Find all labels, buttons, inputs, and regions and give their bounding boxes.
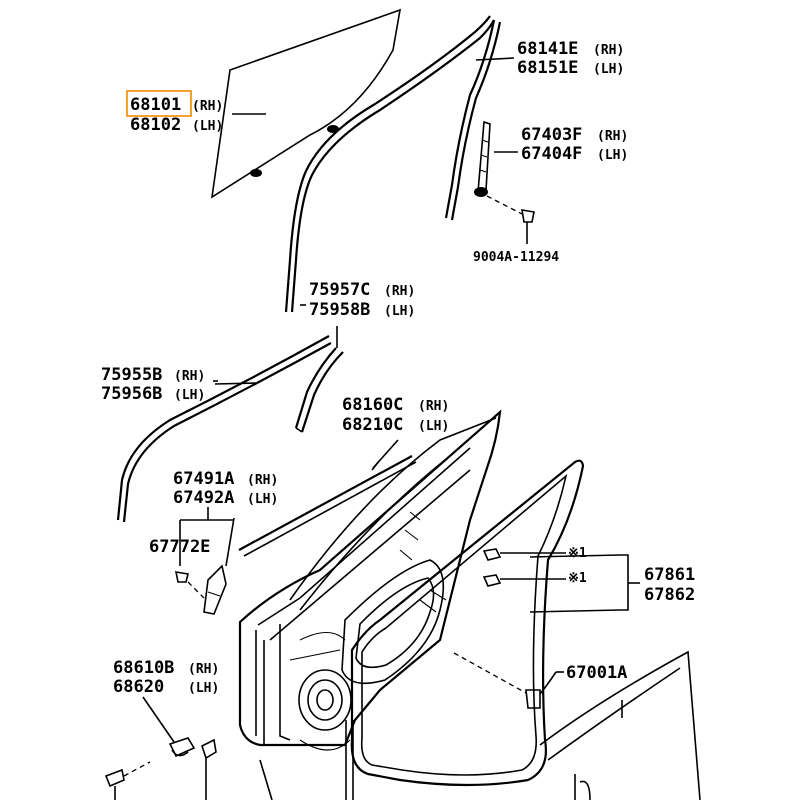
side-lh: (LH) [188, 681, 219, 696]
belt-moulding-drawing [116, 335, 332, 523]
part-number-rh: 75957C [309, 280, 370, 300]
side-rh: (RH) [384, 284, 415, 299]
frame-moulding-drawing [294, 326, 344, 433]
side-lh: (LH) [418, 419, 449, 434]
door-outer-panel-drawing [539, 650, 701, 800]
side-lh: (LH) [597, 148, 628, 163]
part-number-lh: 68620 [113, 677, 164, 697]
door-weatherstrip-drawing [350, 459, 640, 787]
side-lh: (LH) [593, 62, 624, 77]
part-number-lh: 75956B [101, 384, 162, 404]
label-lower-channel[interactable]: 67403F (RH) 67404F (LH) [521, 125, 628, 164]
part-number-rh: 67491A [173, 469, 234, 489]
part-number-lh: 75958B [309, 300, 370, 320]
part-number-rh: 67861 [644, 565, 695, 585]
label-belt-moulding[interactable]: 75955B (RH) 75956B (LH) [101, 365, 205, 404]
part-number: 9004A-11294 [473, 250, 559, 265]
part-number-rh: 68141E [517, 39, 578, 59]
side-rh: (RH) [597, 129, 628, 144]
label-clip[interactable]: 67772E [149, 537, 210, 557]
part-number-lh: 67862 [644, 585, 695, 605]
label-channel-screw[interactable]: 9004A-11294 [473, 250, 559, 265]
hole-plug-drawing [453, 652, 557, 709]
side-rh: (RH) [593, 43, 624, 58]
side-lh: (LH) [384, 304, 415, 319]
label-glass[interactable]: 68101 (RH) 68102 (LH) [126, 90, 223, 135]
label-weatherstrip-outer[interactable]: 68160C (RH) 68210C (LH) [342, 395, 449, 435]
part-number-rh: 67403F [521, 125, 582, 145]
side-lh: (LH) [174, 388, 205, 403]
label-run-channel[interactable]: 68141E (RH) 68151E (LH) [517, 39, 624, 78]
part-number-rh: 68610B [113, 658, 174, 678]
door-check-drawing [104, 696, 217, 800]
label-inner-weatherstrip[interactable]: 67491A (RH) 67492A (LH) [173, 469, 278, 508]
clip-note-2: ※1 [568, 571, 587, 586]
part-number-rh: 68160C [342, 395, 403, 415]
side-lh: (LH) [247, 492, 278, 507]
clip-note-1: ※1 [568, 546, 587, 561]
part-number: 67772E [149, 537, 210, 557]
label-frame-moulding[interactable]: 75957C (RH) 75958B (LH) [309, 280, 415, 320]
label-hole-plug[interactable]: 67001A [566, 663, 627, 683]
part-number-lh: 68151E [517, 58, 578, 78]
side-rh: (RH) [418, 399, 449, 414]
part-number-rh: 75955B [101, 365, 162, 385]
side-rh: (RH) [188, 662, 219, 677]
part-number-lh: 68102 [130, 115, 181, 135]
side-rh: (RH) [192, 99, 223, 114]
clip-drawing [174, 517, 235, 615]
side-lh: (LH) [192, 119, 223, 134]
highlight-box [126, 90, 192, 117]
side-rh: (RH) [247, 473, 278, 488]
leader-lines [207, 57, 564, 673]
door-panel-drawing [238, 409, 502, 800]
glass-run-channel-drawing [284, 15, 502, 313]
weatherstrip-clips-drawing [482, 548, 566, 587]
label-door-weatherstrip[interactable]: ※1 ※1 67861 67862 [568, 546, 695, 605]
part-number-lh: 68210C [342, 415, 403, 435]
part-number: 67001A [566, 663, 627, 683]
lower-channel-drawing [474, 120, 535, 244]
part-number-rh: 68101 [130, 95, 181, 115]
part-number-lh: 67404F [521, 144, 582, 164]
label-check[interactable]: 68610B (RH) 68620 (LH) [113, 658, 219, 697]
side-rh: (RH) [174, 369, 205, 384]
part-number-lh: 67492A [173, 488, 234, 508]
